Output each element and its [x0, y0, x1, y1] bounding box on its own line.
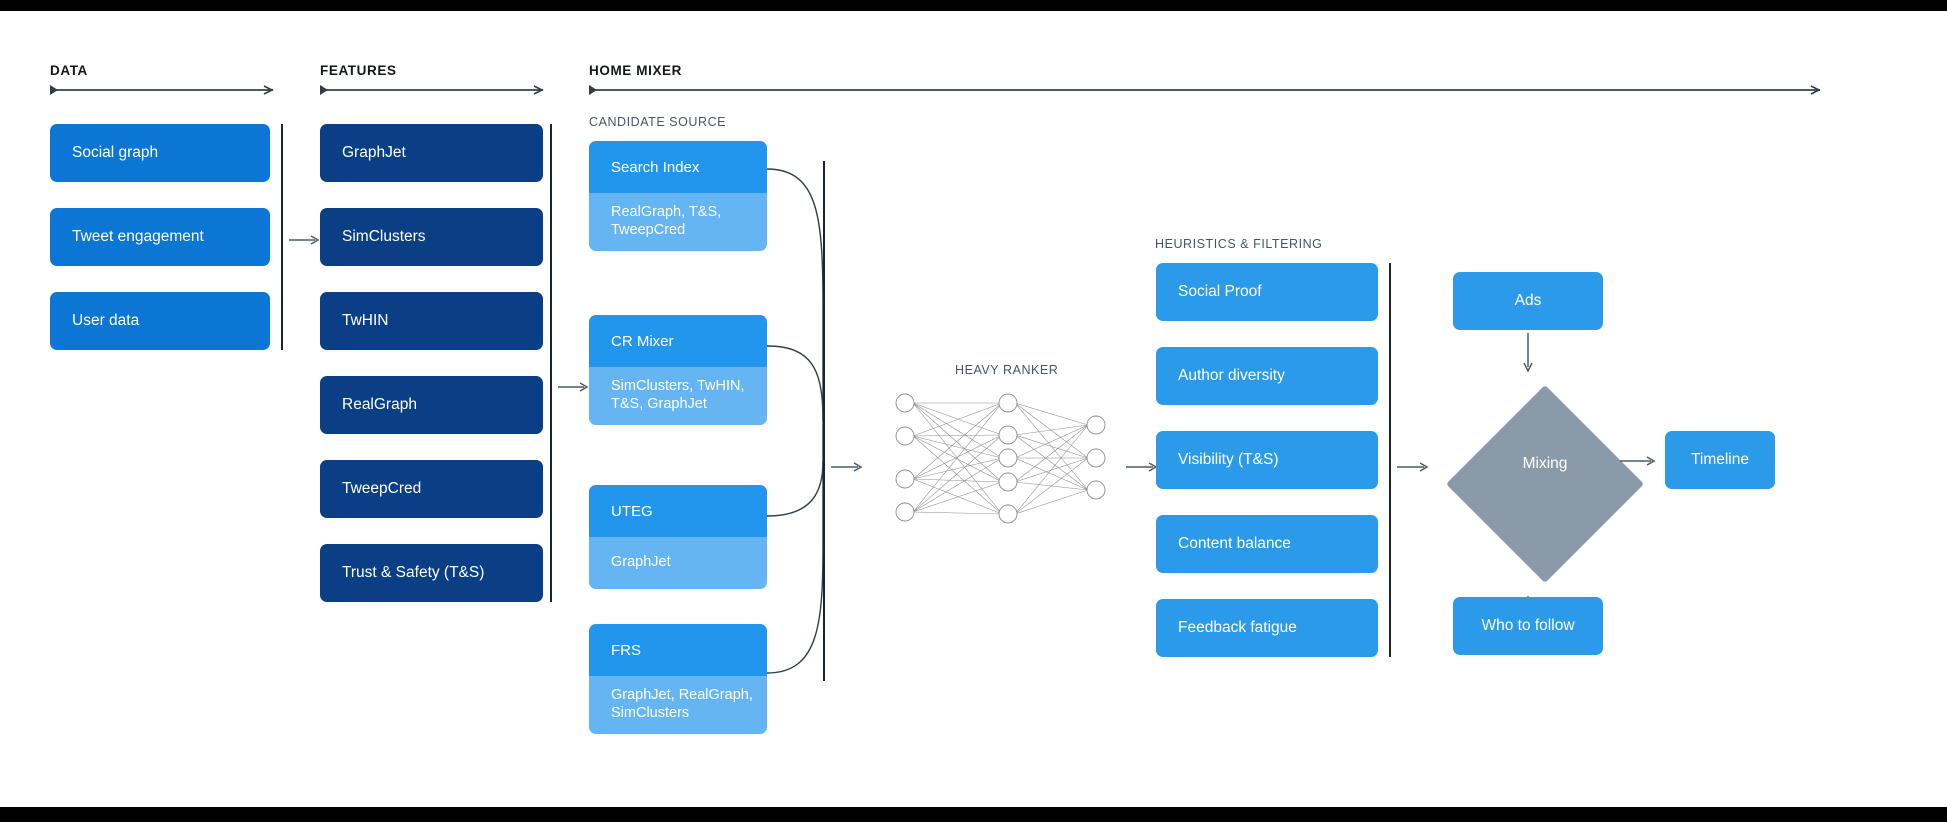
candidate-source-cr-mixer[interactable]: CR Mixer SimClusters, TwHIN, T&S, GraphJ… [589, 315, 767, 425]
card-label: Tweet engagement [72, 227, 204, 245]
card-label: Social Proof [1178, 282, 1262, 300]
separator-candidate-heavyranker [823, 161, 825, 681]
mixing-label: Mixing [1522, 455, 1568, 472]
axis-start-triangle-icon [320, 85, 328, 95]
connector-features-to-candidate-source [558, 382, 589, 392]
data-card-social-graph[interactable]: Social graph [50, 124, 270, 182]
axis-line [589, 89, 1820, 91]
candidate-source-uteg[interactable]: UTEG GraphJet [589, 485, 767, 589]
heuristic-card-content-balance[interactable]: Content balance [1156, 515, 1378, 573]
card-label: RealGraph [342, 395, 417, 413]
separator-heuristics-mixing [1389, 263, 1391, 657]
card-label: SimClusters [342, 227, 426, 245]
connector-to-heavy-ranker [831, 462, 863, 472]
connector-ads-to-mixing [1523, 333, 1533, 373]
feature-card-tweepcred[interactable]: TweepCred [320, 460, 543, 518]
candidate-source-name: FRS [589, 624, 767, 676]
card-label: Visibility (T&S) [1178, 450, 1279, 468]
connector-mixing-to-timeline [1620, 456, 1656, 466]
candidate-source-features: GraphJet [589, 537, 767, 589]
candidate-source-features: SimClusters, TwHIN, T&S, GraphJet [589, 367, 767, 425]
sublabel-heuristics: HEURISTICS & FILTERING [1155, 237, 1323, 251]
card-label: User data [72, 311, 140, 329]
candidate-source-frs[interactable]: FRS GraphJet, RealGraph, SimClusters [589, 624, 767, 734]
sublabel-candidate-source: CANDIDATE SOURCE [589, 115, 727, 129]
connector-heuristics-to-mixing [1397, 462, 1429, 472]
feature-card-trust-safety[interactable]: Trust & Safety (T&S) [320, 544, 543, 602]
feature-card-realgraph[interactable]: RealGraph [320, 376, 543, 434]
separator-data-features [281, 124, 283, 350]
data-card-user-data[interactable]: User data [50, 292, 270, 350]
card-label: Who to follow [1481, 616, 1575, 634]
axis-arrowhead-icon [1810, 84, 1821, 95]
heuristic-card-social-proof[interactable]: Social Proof [1156, 263, 1378, 321]
output-card-who-to-follow[interactable]: Who to follow [1453, 597, 1603, 655]
candidate-source-name: UTEG [589, 485, 767, 537]
card-label: Social graph [72, 143, 159, 161]
section-label-features: FEATURES [320, 63, 397, 78]
letterbox-top [0, 0, 1947, 11]
connector-data-to-features [289, 235, 320, 245]
heuristic-card-author-diversity[interactable]: Author diversity [1156, 347, 1378, 405]
axis-arrowhead-icon [533, 84, 544, 95]
sublabel-heavy-ranker: HEAVY RANKER [955, 363, 1059, 377]
diagram-canvas: DATA FEATURES HOME MIXER CANDIDATE SOURC… [0, 11, 1947, 807]
feature-card-twhin[interactable]: TwHIN [320, 292, 543, 350]
axis-start-triangle-icon [50, 85, 58, 95]
heavy-ranker-neural-network [895, 393, 1106, 524]
connector-candidate-sources-merge [766, 168, 824, 674]
candidate-source-features: GraphJet, RealGraph, SimClusters [589, 676, 767, 734]
separator-features-homemixer [550, 124, 552, 602]
heuristic-card-feedback-fatigue[interactable]: Feedback fatigue [1156, 599, 1378, 657]
candidate-source-name: Search Index [589, 141, 767, 193]
axis-arrow-data [50, 84, 274, 95]
card-label: TwHIN [342, 311, 389, 329]
card-label: GraphJet [342, 143, 406, 161]
axis-line [50, 89, 273, 91]
card-label: Author diversity [1178, 366, 1285, 384]
connector-heavy-ranker-to-heuristics [1126, 462, 1158, 472]
axis-arrow-features [320, 84, 544, 95]
output-card-timeline[interactable]: Timeline [1665, 431, 1775, 489]
feature-card-graphjet[interactable]: GraphJet [320, 124, 543, 182]
data-card-tweet-engagement[interactable]: Tweet engagement [50, 208, 270, 266]
axis-line [320, 89, 543, 91]
card-label: Timeline [1691, 450, 1749, 468]
candidate-source-name: CR Mixer [589, 315, 767, 367]
axis-arrowhead-icon [263, 84, 274, 95]
section-label-data: DATA [50, 63, 88, 78]
heuristic-card-visibility[interactable]: Visibility (T&S) [1156, 431, 1378, 489]
card-label: Content balance [1178, 534, 1291, 552]
feature-card-simclusters[interactable]: SimClusters [320, 208, 543, 266]
axis-start-triangle-icon [589, 85, 597, 95]
card-label: Trust & Safety (T&S) [342, 563, 485, 581]
mixing-diamond[interactable] [1446, 385, 1644, 583]
section-label-home-mixer: HOME MIXER [589, 63, 683, 78]
output-card-ads[interactable]: Ads [1453, 272, 1603, 330]
card-label: TweepCred [342, 479, 422, 497]
axis-arrow-home-mixer [589, 84, 1821, 95]
letterbox-bottom [0, 807, 1947, 822]
card-label: Feedback fatigue [1178, 618, 1297, 636]
card-label: Ads [1514, 291, 1542, 309]
candidate-source-search-index[interactable]: Search Index RealGraph, T&S, TweepCred [589, 141, 767, 251]
candidate-source-features: RealGraph, T&S, TweepCred [589, 193, 767, 251]
